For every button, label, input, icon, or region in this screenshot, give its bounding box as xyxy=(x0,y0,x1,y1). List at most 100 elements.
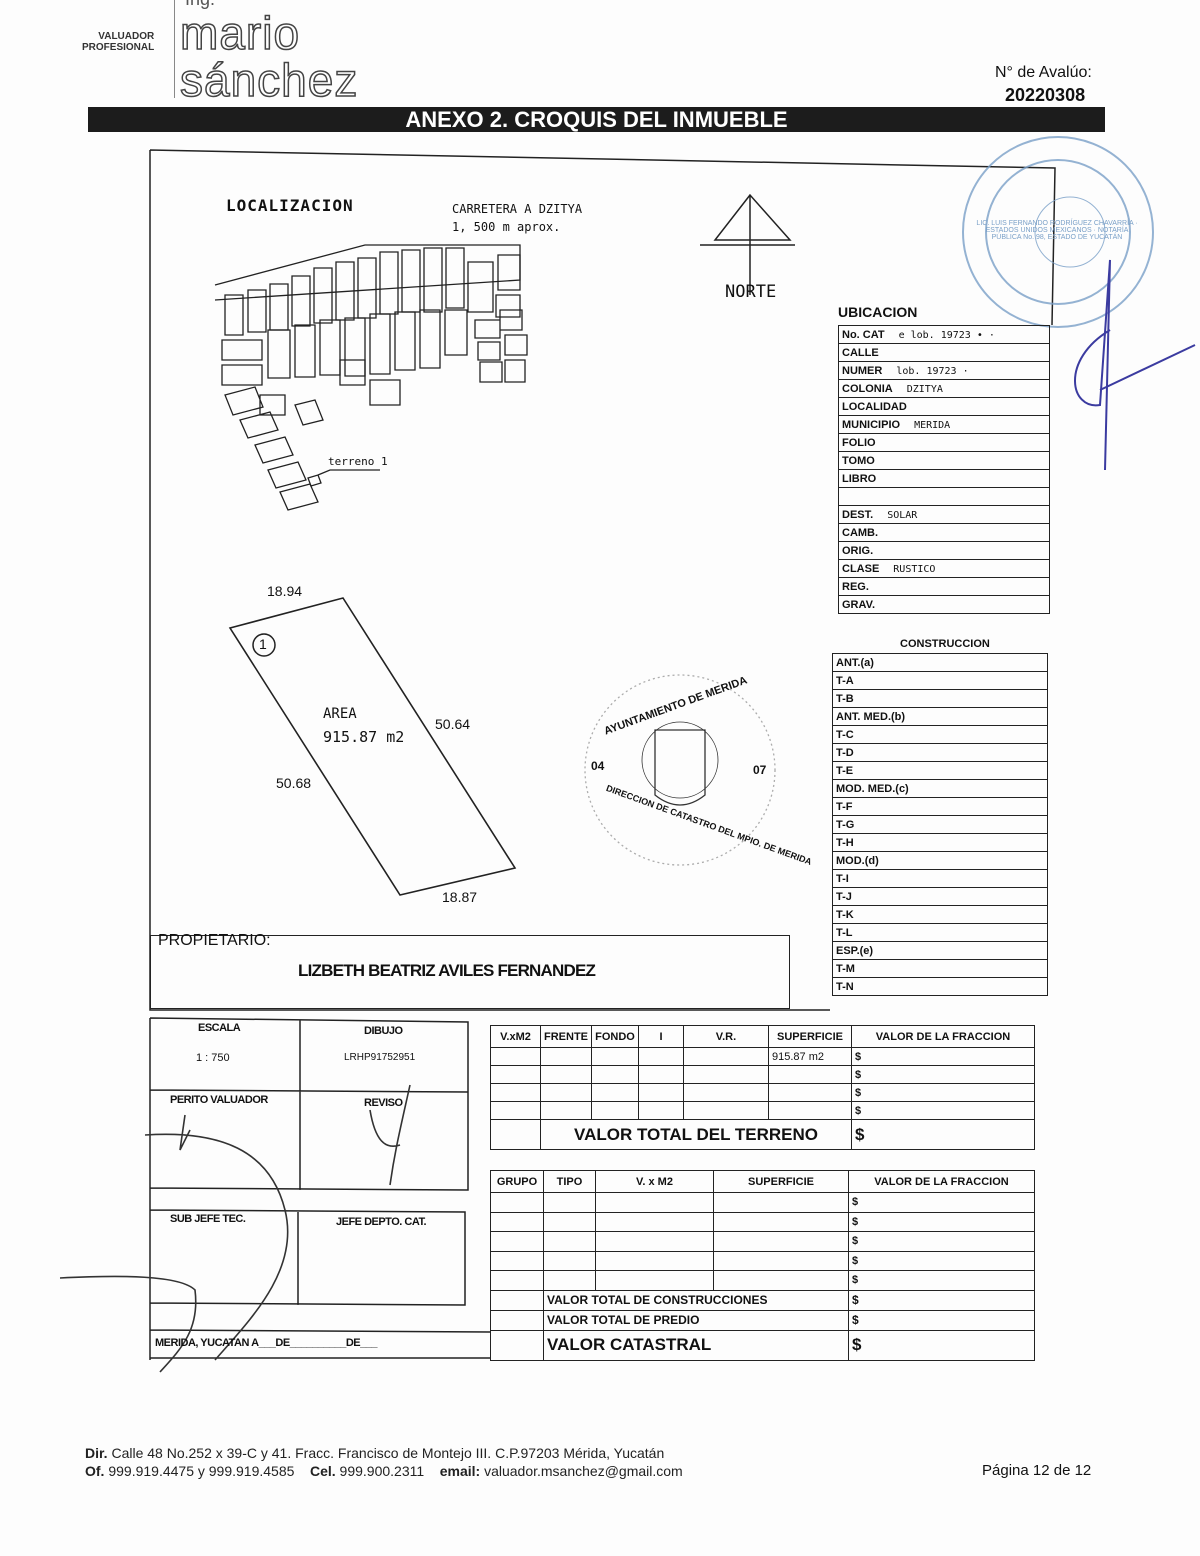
construccion-row: T-G xyxy=(832,815,1048,834)
ubicacion-label: FOLIO xyxy=(842,436,876,449)
construccion-header: TIPO xyxy=(543,1170,596,1193)
construccion-label: MOD.(d) xyxy=(832,851,1048,870)
construccion-row: T-A xyxy=(832,671,1048,690)
notary-seal xyxy=(962,136,1154,328)
total-predio-label: VALOR TOTAL DE PREDIO xyxy=(543,1309,849,1331)
ubicacion-label: CALLE xyxy=(842,346,879,359)
jefe-label: JEFE DEPTO. CAT. xyxy=(336,1216,427,1228)
construccion-cell xyxy=(490,1211,544,1232)
ubicacion-value: MERIDA xyxy=(914,419,951,431)
construccion-header: VALOR DE LA FRACCION xyxy=(848,1170,1035,1193)
construccion-total-row: VALOR TOTAL DE PREDIO$ xyxy=(490,1309,1035,1331)
road-distance: 1, 500 m aprox. xyxy=(452,220,561,234)
email-link[interactable]: valuador.msanchez@gmail.com xyxy=(484,1463,683,1479)
terreno-cell xyxy=(490,1083,541,1102)
construccion-total-row: VALOR CATASTRAL$ xyxy=(490,1329,1035,1361)
ubicacion-label: LOCALIDAD xyxy=(842,400,907,413)
footer-contact: Of. 999.919.4475 y 999.919.4585 Cel. 999… xyxy=(85,1463,683,1479)
construccion-label: MOD. MED.(c) xyxy=(832,779,1048,798)
construccion-cell xyxy=(713,1192,849,1213)
terreno-cell xyxy=(638,1047,684,1066)
dimension-left: 50.68 xyxy=(276,775,312,791)
perito-label: PERITO VALUADOR xyxy=(170,1094,268,1106)
terreno-cell xyxy=(638,1065,684,1084)
construccion-value-row: $ xyxy=(490,1250,1035,1271)
terreno-total-row: VALOR TOTAL DEL TERRENO$ xyxy=(490,1119,1035,1150)
construccion-row: T-C xyxy=(832,725,1048,744)
construccion-label: T-C xyxy=(832,725,1048,744)
blue-signature xyxy=(1074,259,1196,471)
lower-left-frame xyxy=(149,1017,491,1360)
total-construcciones-value: $ xyxy=(848,1289,1035,1311)
north-arrow-icon xyxy=(700,193,795,295)
terreno-cell xyxy=(540,1083,592,1102)
terreno-cell xyxy=(638,1083,684,1102)
terreno-cell xyxy=(540,1047,592,1066)
owner-label: PROPIETARIO: xyxy=(158,932,271,949)
dimension-bottom: 18.87 xyxy=(442,889,478,905)
ubicacion-label: GRAV. xyxy=(842,598,876,611)
construccion-label: T-B xyxy=(832,689,1048,708)
terreno-header: VALOR DE LA FRACCION xyxy=(851,1025,1035,1048)
construccion-cell xyxy=(490,1329,544,1361)
dimension-right: 50.64 xyxy=(435,716,471,732)
logo-tagline: VALUADOR PROFESIONAL xyxy=(82,31,154,53)
terreno-total-value: $ xyxy=(851,1119,1035,1150)
terreno-row: $ xyxy=(490,1065,1035,1084)
construccion-label: ANT. MED.(b) xyxy=(832,707,1048,726)
localizacion-label: LOCALIZACION xyxy=(226,196,354,215)
logo-divider xyxy=(174,0,175,98)
terreno-cell xyxy=(490,1101,541,1120)
construccion-cell xyxy=(595,1211,714,1232)
logo-name-1: mario xyxy=(179,7,301,59)
construccion-cell: $ xyxy=(848,1211,1035,1232)
terreno-cell xyxy=(490,1119,541,1150)
ubicacion-label: No. CAT xyxy=(842,328,885,341)
terreno-cell xyxy=(591,1047,639,1066)
construccion-cell xyxy=(543,1192,596,1213)
escala-label: ESCALA xyxy=(198,1022,241,1034)
north-label: NORTE xyxy=(725,282,777,302)
ubicacion-label: NUMER xyxy=(842,364,883,377)
ubicacion-row xyxy=(838,487,1050,506)
construccion-cell xyxy=(490,1250,544,1271)
construccion-row: T-E xyxy=(832,761,1048,780)
construccion-row: T-K xyxy=(832,905,1048,924)
terreno-cell: $ xyxy=(851,1101,1035,1120)
of-label: Of. xyxy=(85,1463,105,1479)
construccion-label: T-G xyxy=(832,815,1048,834)
terreno-header: FRENTE xyxy=(540,1025,592,1048)
notary-seal-text: LIC. LUIS FERNANDO RODRÍGUEZ CHAVARRÍA ·… xyxy=(976,220,1138,241)
ubicacion-row: FOLIO xyxy=(838,433,1050,452)
page-number: Página 12 de 12 xyxy=(982,1462,1092,1479)
terreno-cell: $ xyxy=(851,1065,1035,1084)
construccion-row: MOD.(d) xyxy=(832,851,1048,870)
terreno-cell xyxy=(683,1083,769,1102)
parcel-polygon xyxy=(228,597,517,896)
parcel-number: 1 xyxy=(259,636,267,652)
construccion-label: T-F xyxy=(832,797,1048,816)
construccion-value-row: $ xyxy=(490,1231,1035,1252)
dir-text: Calle 48 No.252 x 39-C y 41. Fracc. Fran… xyxy=(111,1445,665,1461)
total-predio-value: $ xyxy=(848,1309,1035,1331)
dibujo-value: LRHP91752951 xyxy=(344,1052,416,1063)
ubicacion-label: CLASE xyxy=(842,562,880,575)
ubicacion-label: TOMO xyxy=(842,454,875,467)
terreno-cell xyxy=(683,1047,769,1066)
terreno-cell xyxy=(591,1065,639,1084)
construccion-row: MOD. MED.(c) xyxy=(832,779,1048,798)
construccion-label: T-L xyxy=(832,923,1048,942)
construccion-cell: $ xyxy=(848,1231,1035,1252)
ubicacion-label: ORIG. xyxy=(842,544,874,557)
terreno-cell: 915.87 m2 xyxy=(768,1047,852,1066)
ubicacion-value: DZITYA xyxy=(906,383,943,395)
construccion-header: GRUPO xyxy=(490,1170,544,1193)
construccion-cell xyxy=(595,1231,714,1252)
terreno-cell xyxy=(683,1065,769,1084)
ubicacion-row: LOCALIDAD xyxy=(838,397,1050,416)
construccion-value-row: $ xyxy=(490,1192,1035,1213)
